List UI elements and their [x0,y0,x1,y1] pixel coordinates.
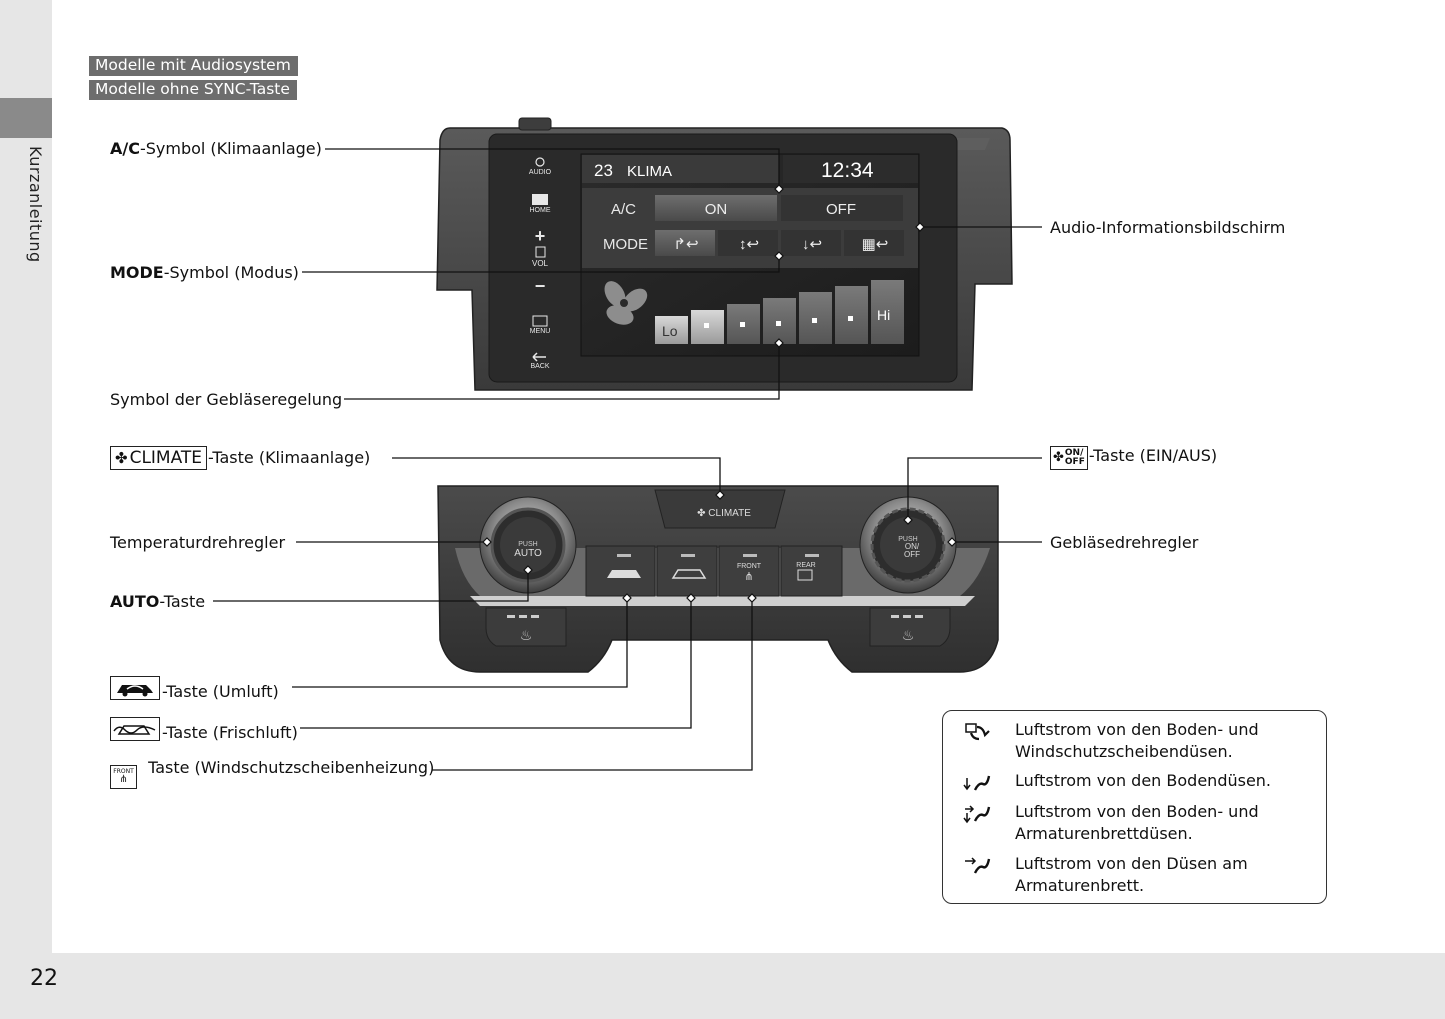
climate-button-icon: ✤CLIMATE [110,446,208,470]
label-temperature-knob: Temperaturdrehregler [110,533,286,552]
label-fan-control: Symbol der Gebläseregelung [110,390,343,409]
svg-text:−: − [535,276,546,296]
callout-lines [213,148,1042,771]
svg-text:OFF: OFF [904,550,920,559]
screen-clock: 12:34 [821,159,874,182]
front-defrost-button[interactable] [718,545,780,597]
ac-row-label: A/C [611,201,636,218]
menu-button-label: MENU [530,328,551,335]
seat-heater-left-button[interactable]: ♨ [485,607,567,647]
label-onoff-button: ✤ON/OFF-Taste (EIN/AUS) [1050,446,1217,470]
audio-button-label: AUDIO [529,169,552,176]
mode-floor-dashboard-cell[interactable] [718,230,778,256]
fan-hi-label: Hi [877,307,890,323]
legend-text: Luftstrom von den Bodendüsen. [1015,771,1272,790]
svg-text:▦↩: ▦↩ [862,236,889,253]
fan-lo-label: Lo [662,323,678,339]
floor-windshield-airflow-icon [963,721,993,745]
svg-text:PUSH: PUSH [898,536,917,543]
temperature-knob[interactable]: PUSH AUTO [479,496,577,594]
svg-text:↕↩: ↕↩ [739,236,759,253]
recirculation-icon [110,676,160,700]
label-recirculation-button: -Taste (Umluft) [110,676,279,701]
mode-dashboard-cell[interactable] [655,230,715,256]
climate-button[interactable] [654,489,786,529]
fan-knob[interactable]: PUSH ON/ OFF [859,496,957,594]
auto-button-label: AUTO [514,548,542,559]
svg-text:♨: ♨ [902,627,915,643]
svg-text:♨: ♨ [520,627,533,643]
fan-icon [604,281,648,325]
svg-text:✤ CLIMATE: ✤ CLIMATE [697,508,751,519]
home-button-label: HOME [530,207,551,214]
dashboard-airflow-icon [963,855,993,879]
svg-text:↓↩: ↓↩ [802,236,822,253]
label-audio-screen: Audio-Informationsbildschirm [1050,218,1286,237]
svg-text:↱↩: ↱↩ [673,236,698,253]
legend-text: Luftstrom von den Boden- und Windschutzs… [1015,720,1259,761]
ac-on-label: ON [705,201,728,218]
model-tag-audio: Modelle mit Audiosystem [89,56,298,76]
label-mode-symbol: MODE-Symbol (Modus) [110,263,299,282]
label-climate-button: ✤CLIMATE-Taste (Klimaanlage) [110,446,370,470]
svg-text:+: + [535,226,546,246]
svg-text:REAR: REAR [796,562,815,569]
mode-row-label: MODE [603,236,648,253]
back-button-label: BACK [530,363,549,370]
climate-panel: ✤ CLIMATE PUSH AUTO PUSH ON/ OFF [437,485,999,673]
callout-markers [482,184,957,603]
audio-unit: AUDIO HOME + VOL − MENU BACK 23 KLIMA 12… [436,117,1013,391]
label-front-defrost-button: FRONT⋔ Taste (Windschutzscheibenheizung) [110,759,434,789]
ac-off-cell[interactable] [781,195,903,221]
svg-text:ON/: ON/ [905,542,920,551]
svg-text:PUSH: PUSH [518,541,537,548]
label-auto-button: AUTO-Taste [110,592,206,611]
legend-text: Luftstrom von den Boden- und Armaturenbr… [1015,802,1259,843]
seat-heater-right-button[interactable]: ♨ [869,607,951,647]
label-ac-symbol: A/C-Symbol (Klimaanlage) [110,139,322,158]
fresh-air-icon [110,717,160,741]
model-tag-no-sync: Modelle ohne SYNC-Taste [89,80,297,100]
page-number: 22 [30,966,58,991]
section-tab-marker [0,98,52,138]
section-tab-label: Kurzanleitung [26,146,45,263]
legend-text: Luftstrom von den Düsen am Armaturenbret… [1015,854,1248,895]
vol-button-label: VOL [532,259,549,268]
fan-speed-bars[interactable]: Lo Hi [655,280,904,344]
front-defrost-icon: FRONT⋔ [110,764,137,789]
ac-off-label: OFF [826,201,856,218]
floor-airflow-icon [963,772,993,796]
svg-text:FRONT: FRONT [737,563,762,570]
floor-dashboard-airflow-icon [963,803,993,827]
on-off-button-icon: ✤ON/OFF [1050,446,1088,470]
ac-on-cell[interactable] [655,195,777,221]
fresh-air-button[interactable] [656,545,718,597]
label-fresh-air-button: -Taste (Frischluft) [110,717,298,742]
mode-floor-windshield-cell[interactable] [844,230,904,256]
label-fan-knob: Gebläsedrehregler [1050,533,1199,552]
screen-preset: 23 [594,161,613,180]
screen-title: KLIMA [627,163,672,180]
mode-floor-cell[interactable] [781,230,841,256]
airflow-legend: Luftstrom von den Boden- und Windschutzs… [942,710,1327,904]
svg-text:⋔: ⋔ [744,571,753,583]
